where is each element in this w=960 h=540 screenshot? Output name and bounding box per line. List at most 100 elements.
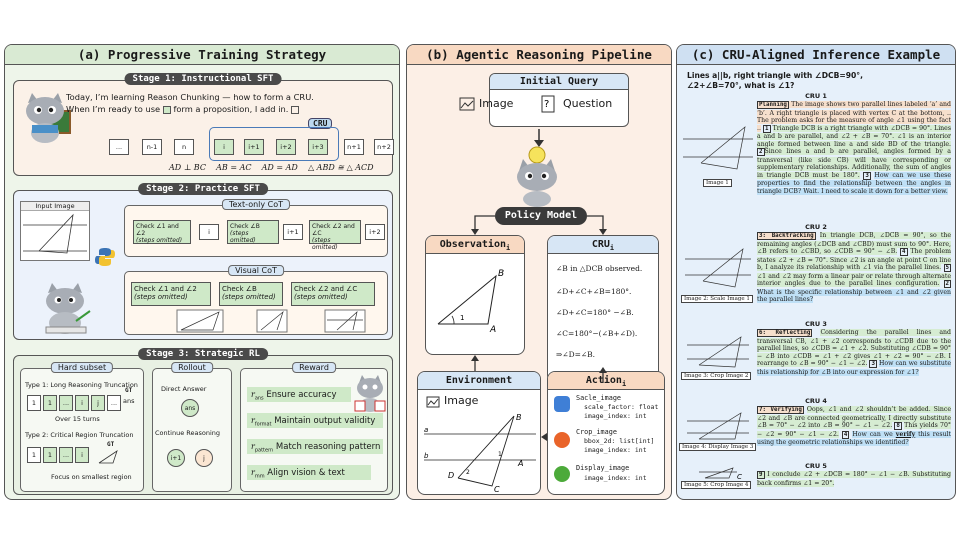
cru5-figure-icon: C xyxy=(699,467,742,480)
cat-teacher-icon xyxy=(26,93,71,143)
stage1-formula: AD ⊥ BC AB = AC AD = AD △ ABD ≅ △ ACD xyxy=(169,163,374,172)
cru-line-0: ∠B in △DCB observed. xyxy=(556,264,643,273)
input-image-label: Input Image xyxy=(21,202,89,211)
over15-label: Over 15 turns xyxy=(55,415,100,423)
svg-text:2: 2 xyxy=(466,469,470,476)
reward-pattern-sub: pattern xyxy=(254,447,274,454)
python-icon xyxy=(95,248,115,266)
query-question-label: Question xyxy=(563,97,613,110)
initial-query-box: Initial Query xyxy=(489,73,629,127)
cru2-tag: 3: Backtracking xyxy=(757,232,816,240)
tool-scale-name: Sacle_image xyxy=(576,394,622,402)
visual-card-2-title: Check ∠B xyxy=(222,285,257,293)
env-image-icon xyxy=(426,396,440,408)
cru-label: CRU xyxy=(591,239,610,250)
cat-grader-icon xyxy=(354,375,386,412)
query-image-label: Image xyxy=(479,97,514,110)
cru-line-1: ∠D+∠C+∠B=180°. xyxy=(556,287,632,296)
stage1-box: Stage 1: Instructional SFT Today, I’m le… xyxy=(13,73,394,176)
t1-tok-5: ... xyxy=(107,395,121,411)
env-image-label: Image xyxy=(444,394,479,407)
cru1-text: Planning The image shows two parallel li… xyxy=(757,101,952,196)
environment-title: Environment xyxy=(418,372,540,390)
cru2-figure-icon xyxy=(685,248,751,288)
svg-text:C: C xyxy=(737,473,742,480)
cru1-figure-icon xyxy=(683,126,753,170)
cru4-n4: 4 xyxy=(841,430,850,439)
panel-c-title: (c) CRU-Aligned Inference Example xyxy=(677,45,955,65)
text-card-2-sub: (steps omitted) xyxy=(230,230,256,244)
visual-cot-title: Visual CoT xyxy=(228,265,284,276)
text-card-3-sub: (steps omitted) xyxy=(312,237,338,251)
observation-triangle-icon: B A 1 xyxy=(437,269,504,335)
cru4-p3a: How can we xyxy=(852,430,893,438)
cat-robot-icon xyxy=(517,146,557,207)
t2-tok-2: ... xyxy=(59,447,73,463)
speech-line-2-pre: When I’m ready to use xyxy=(66,104,161,114)
reward-mm: rmm Align vision & text xyxy=(247,465,371,480)
panel-b-title: (b) Agentic Reasoning Pipeline xyxy=(407,45,671,65)
text-token-i2: i+2 xyxy=(365,224,385,240)
visual-card-1: Check ∠1 and ∠2(steps omitted) xyxy=(131,282,211,306)
type2-label: Type 2: Critical Region Truncation xyxy=(25,431,134,439)
cru-line-3: ∠C=180°−(∠B+∠D). xyxy=(556,329,638,338)
svg-text:a: a xyxy=(424,426,428,434)
token-1: n-1 xyxy=(142,139,162,155)
cru2-n2: 2 xyxy=(943,280,952,289)
cru2-n5: 5 xyxy=(943,264,952,273)
cru-line-2: ∠D+∠C=180° −∠B. xyxy=(556,308,634,317)
stage3-box: Stage 3: Strategic RL Hard subset Type 1… xyxy=(13,348,393,495)
text-card-2: Check ∠B(steps omitted) xyxy=(227,220,279,244)
svg-text:D: D xyxy=(448,471,454,480)
text-token-i: i xyxy=(199,224,219,240)
svg-text:A: A xyxy=(517,459,523,468)
reward-ans: rans Ensure accuracy xyxy=(247,387,351,402)
svg-text:1: 1 xyxy=(498,451,502,458)
stage1-label: Stage 1: Instructional SFT xyxy=(124,73,282,85)
cru1-title: CRU 1 xyxy=(805,92,827,100)
visual-cot-section: Visual CoT Check ∠1 and ∠2(steps omitted… xyxy=(124,265,388,335)
cru-sub: i xyxy=(609,244,615,252)
t2-gt: GT xyxy=(107,441,115,448)
svg-text:A: A xyxy=(489,325,496,335)
reward-pattern-text: Match reasoning pattern xyxy=(275,442,381,452)
hard-subset-title: Hard subset xyxy=(50,362,114,373)
cru4-text: 7: Verifying Oops, ∠1 and ∠2 shouldn’t b… xyxy=(757,406,952,447)
cru4-tag: 7: Verifying xyxy=(757,406,804,414)
observation-title: Observationi xyxy=(426,236,524,254)
panel-agentic-pipeline: (b) Agentic Reasoning Pipeline Initial Q… xyxy=(406,44,672,500)
policy-model-box[interactable]: Policy Model xyxy=(495,207,587,225)
cru5-caption: Image 5: Crop Image 4 xyxy=(681,481,752,489)
speech-line-2-post: form a proposition, I add in. xyxy=(173,104,289,114)
cru-title: CRUi xyxy=(548,236,658,254)
t2-tok-0: 1 xyxy=(27,447,41,463)
crop-tool-icon xyxy=(554,432,570,448)
textonly-cot-section: Text-only CoT Check ∠1 and ∠2(steps omit… xyxy=(124,199,388,257)
input-image-box: Input Image xyxy=(20,201,90,261)
t1-tok-3: i xyxy=(75,395,89,411)
cru1-n3: 3 xyxy=(863,171,871,180)
cru1-p1: The image shows two parallel lines label… xyxy=(757,101,952,132)
svg-text:1: 1 xyxy=(460,314,464,322)
cru5-body: 9 I conclude ∠2 + ∠DCB = 180° − ∠1 − ∠B.… xyxy=(757,471,952,487)
cru5-title: CRU 5 xyxy=(805,462,827,470)
tool-crop-arg1: image_index: int xyxy=(584,446,647,454)
observation-label: Observation xyxy=(439,239,506,250)
text-token-i1: i+1 xyxy=(283,224,303,240)
cru3-title: CRU 3 xyxy=(805,320,827,328)
svg-text:B: B xyxy=(516,413,522,422)
cru1-n2: 2 xyxy=(757,148,765,157)
environment-box: Environment Image a b B A D C 1 2 xyxy=(417,371,541,495)
question-line-1: Lines a||b, right triangle with ∠DCB=90°… xyxy=(687,71,863,80)
scale-tool-icon xyxy=(554,396,570,412)
cru5-p1: I conclude ∠2 + ∠DCB = 180° − ∠1 − ∠B. S… xyxy=(757,471,952,487)
panel-progressive-training: (a) Progressive Training Strategy Stage … xyxy=(4,44,400,500)
token-2: n xyxy=(174,139,194,155)
observation-box: Observationi B A 1 xyxy=(425,235,525,355)
t1-tok-0: 1 xyxy=(27,395,41,411)
action-title: Actioni xyxy=(548,372,664,390)
visual-card-2: Check ∠B(steps omitted) xyxy=(219,282,283,306)
cru4-figure-icon xyxy=(687,412,749,440)
cru4-caption: Image 4: Display Image 3 xyxy=(679,443,757,451)
reward-format: rformat Maintain output validity xyxy=(247,413,383,428)
